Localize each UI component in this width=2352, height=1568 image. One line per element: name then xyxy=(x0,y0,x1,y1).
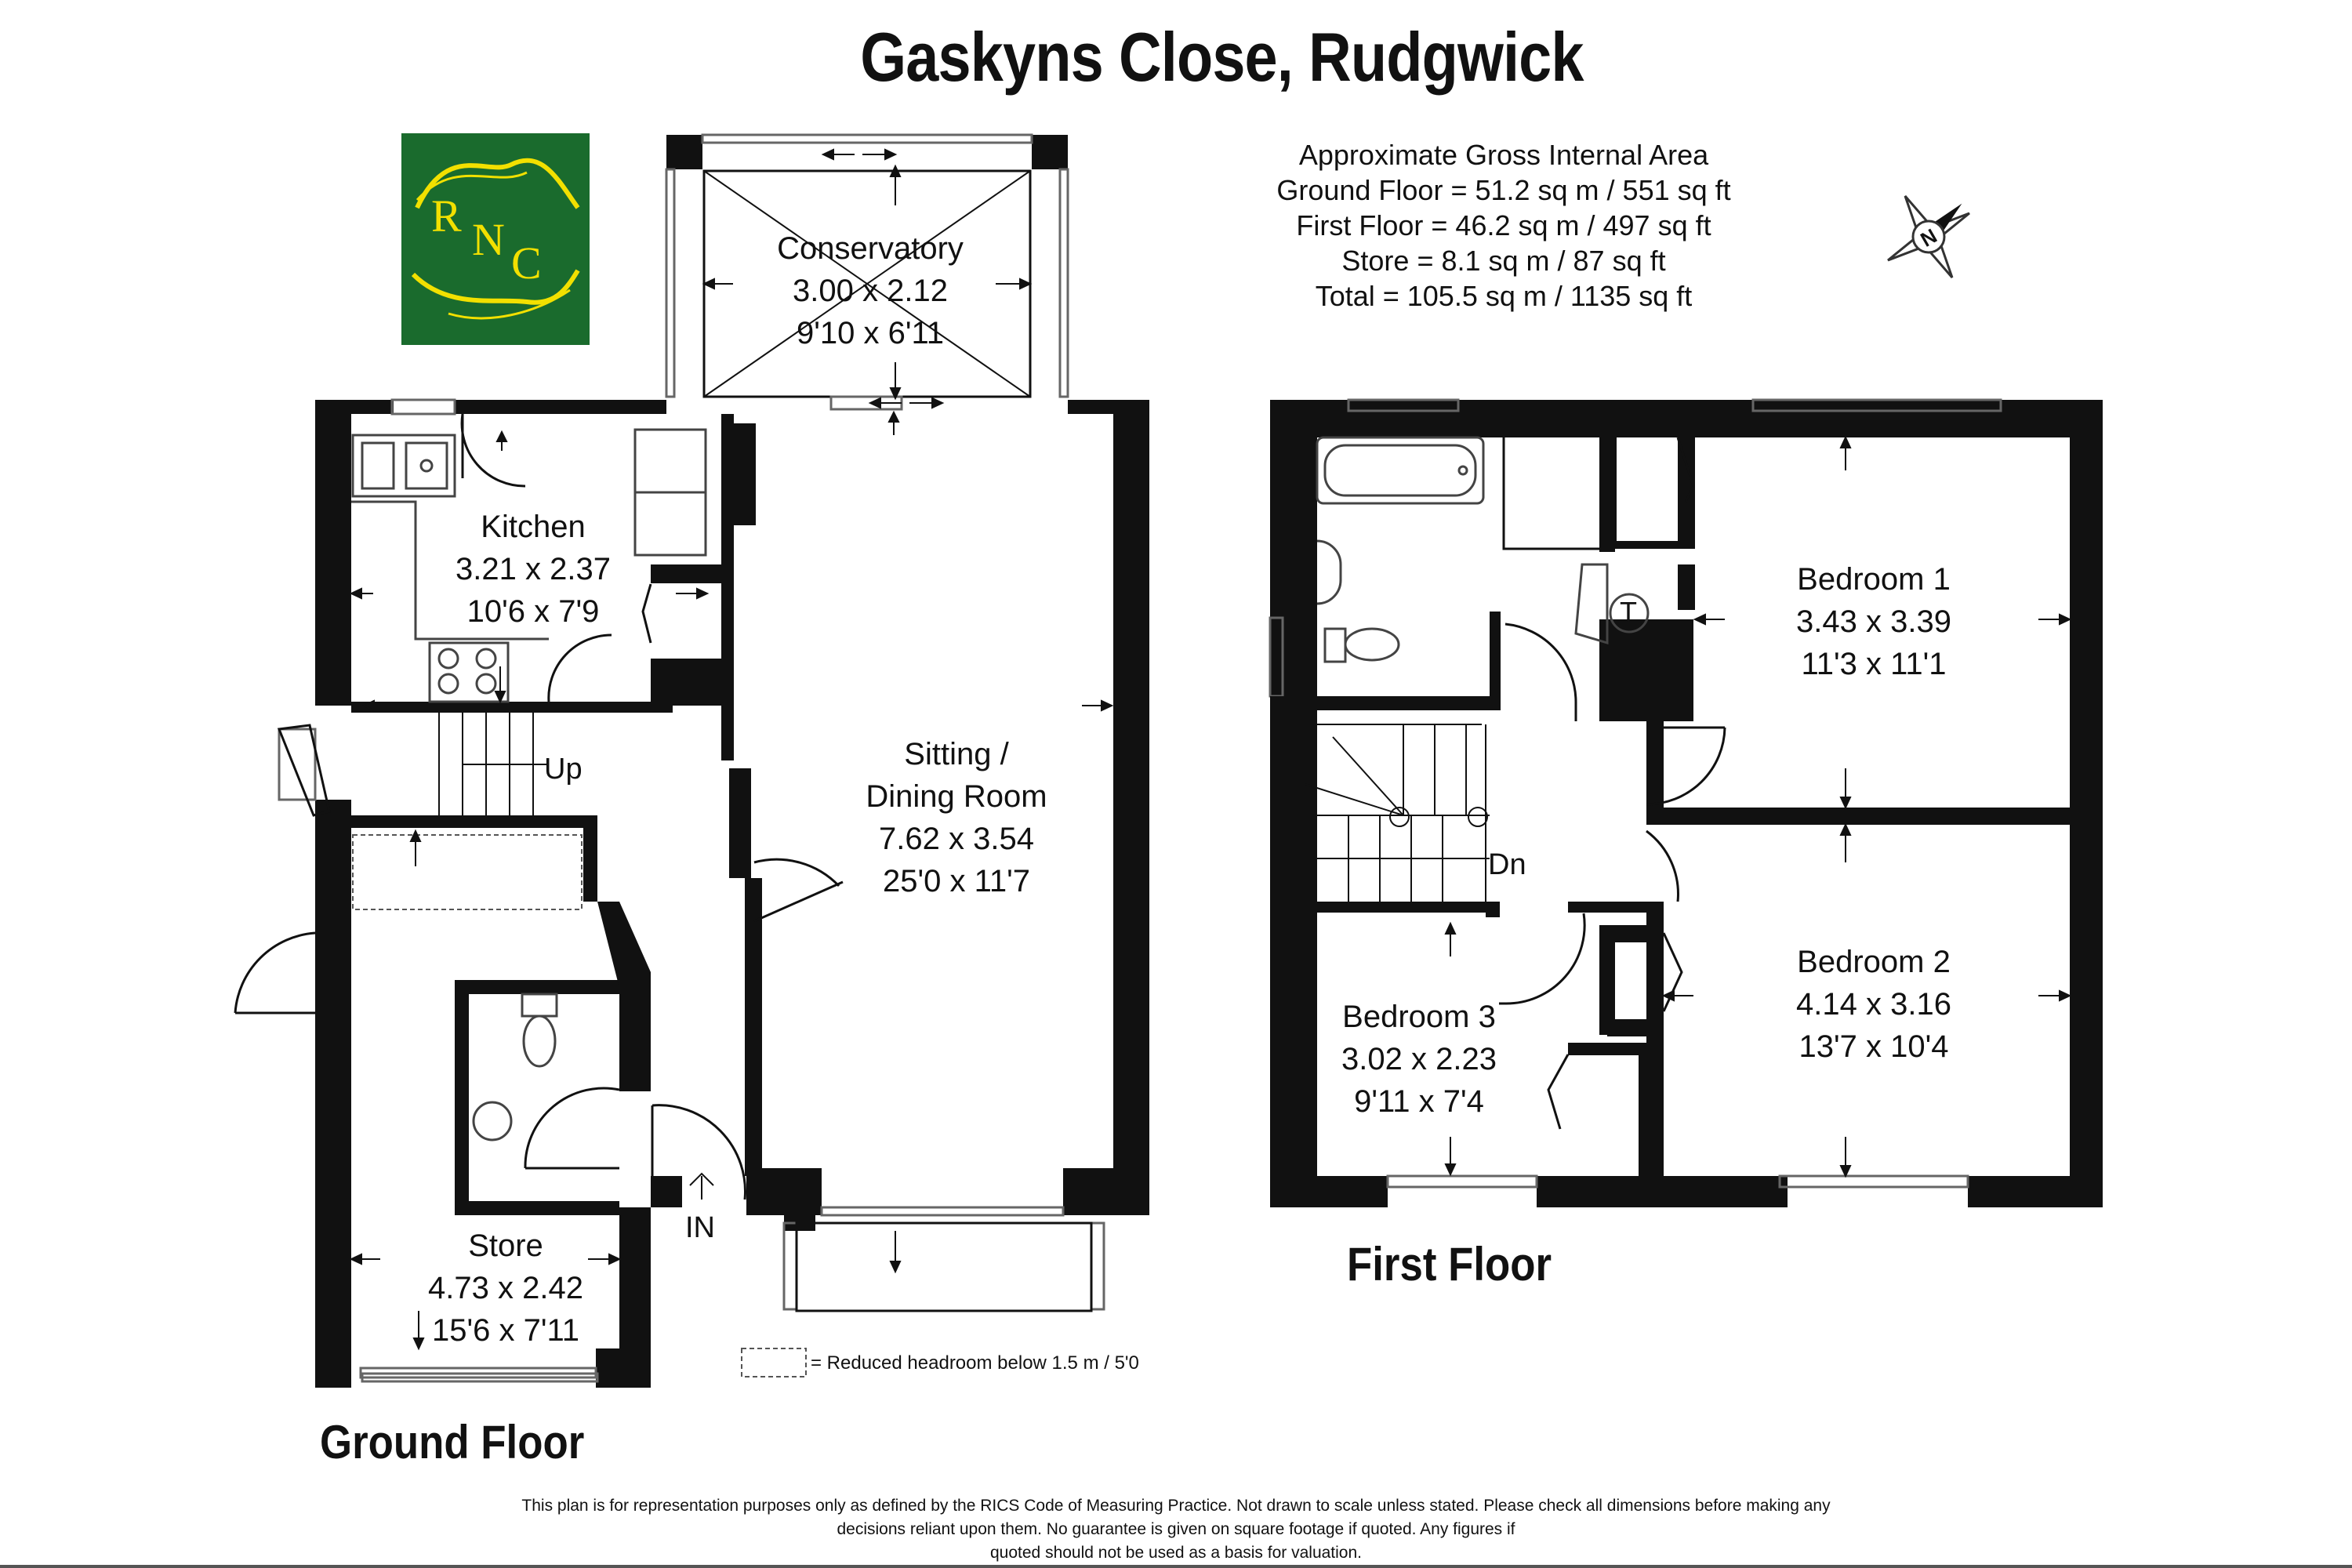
ground-floor-label: Ground Floor xyxy=(320,1416,585,1468)
area-heading: Approximate Gross Internal Area xyxy=(1298,139,1709,171)
first-windows xyxy=(1269,398,2002,1189)
ground-doors xyxy=(234,413,844,1207)
first-floor-label: First Floor xyxy=(1347,1238,1552,1290)
rnc-logo: R N C xyxy=(401,133,590,345)
legend-swatch xyxy=(741,1348,807,1377)
toilet-icon xyxy=(1344,627,1400,662)
ground-interior-walls xyxy=(315,414,762,1215)
area-store: Store = 8.1 sq m / 87 sq ft xyxy=(1341,245,1666,277)
room-metric: 7.62 x 3.54 xyxy=(879,822,1034,856)
room-metric: 3.00 x 2.12 xyxy=(793,274,948,308)
sink-icon xyxy=(351,434,456,498)
room-conservatory: Conservatory 3.00 x 2.12 9'10 x 6'11 xyxy=(721,227,1019,354)
room-name: Bedroom 2 xyxy=(1797,945,1951,979)
tank-icon xyxy=(1609,593,1650,633)
room-name-line2: Dining Room xyxy=(866,779,1047,814)
room-imperial: 15'6 x 7'11 xyxy=(431,1313,579,1348)
room-metric: 3.02 x 2.23 xyxy=(1341,1042,1497,1076)
room-metric: 3.21 x 2.37 xyxy=(456,552,611,586)
room-imperial: 13'7 x 10'4 xyxy=(1798,1029,1949,1064)
hob-icon xyxy=(428,641,510,703)
bath-icon xyxy=(1316,436,1485,505)
room-metric: 4.73 x 2.42 xyxy=(428,1271,583,1305)
bottom-border xyxy=(0,1565,2352,1568)
disclaimer-line-3: quoted should not be used as a basis for… xyxy=(990,1544,1362,1562)
room-metric: 3.43 x 3.39 xyxy=(1796,604,1951,639)
room-store: Store 4.73 x 2.42 15'6 x 7'11 xyxy=(384,1225,627,1352)
disclaimer-line-2: decisions reliant upon them. No guarante… xyxy=(837,1520,1515,1538)
disclaimer: This plan is for representation purposes… xyxy=(502,1494,1850,1565)
svg-text:N: N xyxy=(472,214,505,265)
area-first: First Floor = 46.2 sq m / 497 sq ft xyxy=(1296,209,1711,241)
room-imperial: 10'6 x 7'9 xyxy=(466,594,600,629)
room-imperial: 11'3 x 11'1 xyxy=(1801,647,1947,681)
toilet-icon xyxy=(522,1014,557,1068)
tank-label: T xyxy=(1620,596,1637,628)
entrance-label: IN xyxy=(685,1211,715,1244)
ground-dimension-arrows xyxy=(349,148,1114,1351)
first-floor-plan xyxy=(1269,398,2103,1207)
room-imperial: 25'0 x 11'7 xyxy=(882,864,1030,898)
stairs-down-label: Dn xyxy=(1488,848,1526,881)
washbasin-icon xyxy=(1316,539,1342,605)
first-dimension-arrows xyxy=(1444,435,2072,1178)
room-kitchen: Kitchen 3.21 x 2.37 10'6 x 7'9 xyxy=(408,506,659,633)
room-name: Conservatory xyxy=(777,231,964,266)
first-stairs xyxy=(1304,724,1490,902)
room-name: Store xyxy=(468,1229,543,1263)
kitchen-fixtures xyxy=(351,428,707,703)
room-bedroom-3: Bedroom 3 3.02 x 2.23 9'11 x 7'4 xyxy=(1301,996,1537,1123)
washbasin-icon xyxy=(472,1101,513,1142)
north-compass-icon: N xyxy=(1887,195,1970,278)
store-door-opening xyxy=(361,1372,599,1383)
wc-fixtures xyxy=(472,993,558,1142)
room-imperial: 9'10 x 6'11 xyxy=(796,316,944,350)
room-sitting-dining: Sitting / Dining Room 7.62 x 3.54 25'0 x… xyxy=(808,733,1105,902)
first-fixtures xyxy=(1316,436,1650,663)
room-name-line1: Sitting / xyxy=(904,737,1009,771)
svg-text:R: R xyxy=(431,191,462,241)
area-total: Total = 105.5 sq m / 1135 sq ft xyxy=(1315,280,1693,312)
disclaimer-line-1: This plan is for representation purposes… xyxy=(521,1497,1831,1515)
room-bedroom-2: Bedroom 2 4.14 x 3.16 13'7 x 10'4 xyxy=(1748,941,1999,1068)
ground-outer-walls xyxy=(315,400,1149,1388)
first-interior-walls xyxy=(1270,437,2101,1207)
ground-floor-plan xyxy=(234,133,1149,1388)
reduced-headroom-area xyxy=(352,834,583,910)
stairs-up-label: Up xyxy=(544,753,583,786)
logo-swirl-icon: R N C xyxy=(411,158,580,320)
room-name: Bedroom 1 xyxy=(1797,562,1951,597)
ground-stairs xyxy=(438,713,549,815)
page-title: Gaskyns Close, Rudgwick xyxy=(860,18,1584,96)
first-doors xyxy=(1499,437,1726,1130)
room-imperial: 9'11 x 7'4 xyxy=(1354,1084,1484,1119)
room-bedroom-1: Bedroom 1 3.43 x 3.39 11'3 x 11'1 xyxy=(1748,558,1999,685)
room-name: Kitchen xyxy=(481,510,586,544)
area-ground: Ground Floor = 51.2 sq m / 551 sq ft xyxy=(1276,174,1731,206)
room-name: Bedroom 3 xyxy=(1342,1000,1496,1034)
gross-area-summary: Approximate Gross Internal Area Ground F… xyxy=(1215,137,1792,314)
room-metric: 4.14 x 3.16 xyxy=(1796,987,1951,1022)
svg-text:C: C xyxy=(511,238,542,289)
compass-group: N xyxy=(1887,195,1970,278)
legend-text: = Reduced headroom below 1.5 m / 5'0 xyxy=(811,1352,1139,1374)
